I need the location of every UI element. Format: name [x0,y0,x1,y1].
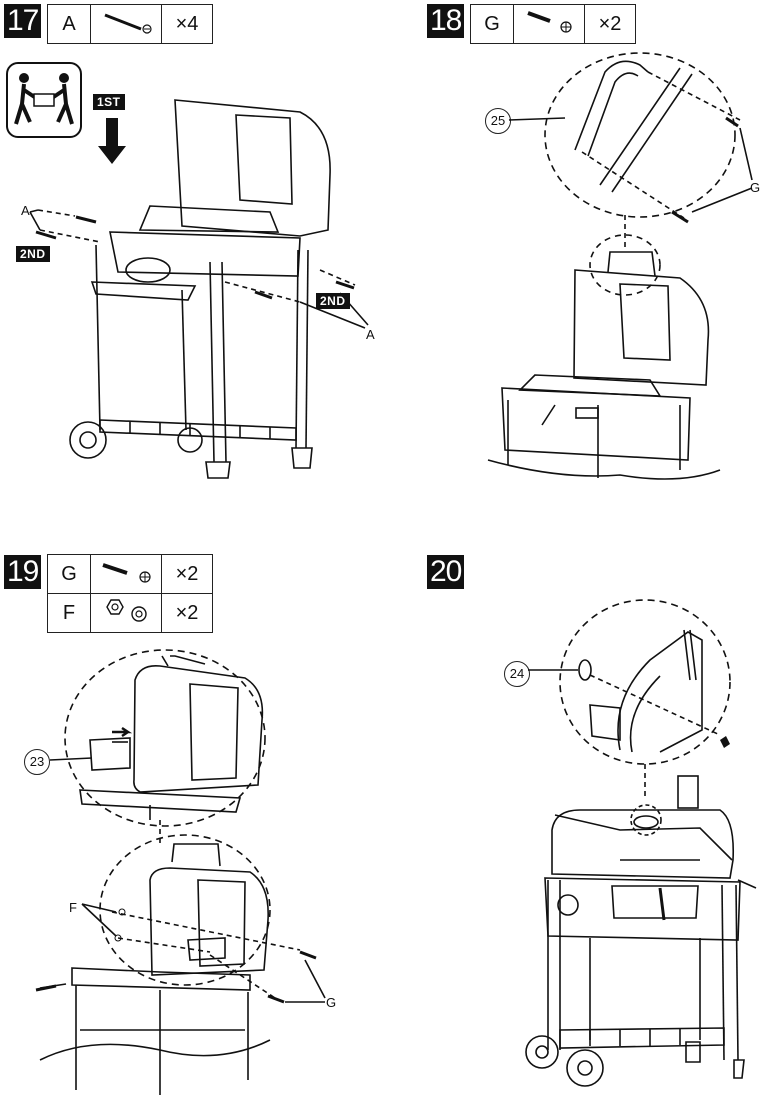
step-17-number: 17 [4,4,42,38]
part-qty: ×4 [161,4,213,44]
step-17-parts-table: A ×4 [47,4,213,44]
step-20-callout: 24 [504,661,530,687]
washer-icon [131,606,147,622]
step-19-number: 19 [4,555,42,589]
screw-icon [90,554,162,594]
down-arrow-icon [98,118,126,169]
part-qty: ×2 [584,4,636,44]
part-qty: ×2 [161,593,213,633]
step-17-second-label: 2ND [16,246,50,262]
step-18-number: 18 [427,4,465,38]
part-qty: ×2 [161,554,213,594]
screw-icon [513,4,585,44]
part-f-label: F [69,900,77,915]
step-19-callout: 23 [24,749,50,775]
part-code: A [47,4,91,44]
parts-row: G ×2 [470,4,636,44]
step-18-parts-table: G ×2 [470,4,636,44]
part-a-label: A [366,327,375,342]
part-g-label: G [750,180,761,195]
part-code: G [470,4,514,44]
parts-row: A ×4 [47,4,213,44]
step-18-callout: 25 [485,108,511,134]
parts-row: F ×2 [47,593,213,633]
step-20-number: 20 [427,555,465,589]
step-19-parts-table: G ×2 F ×2 [47,554,213,633]
two-person-lift-icon [6,62,82,138]
part-g-label: G [326,995,337,1010]
part-code: F [47,593,91,633]
part-code: G [47,554,91,594]
step-17-first-label: 1ST [93,94,125,110]
parts-row: G ×2 [47,554,213,594]
part-a-label: A [21,203,30,218]
step-17-second-label: 2ND [316,293,350,309]
